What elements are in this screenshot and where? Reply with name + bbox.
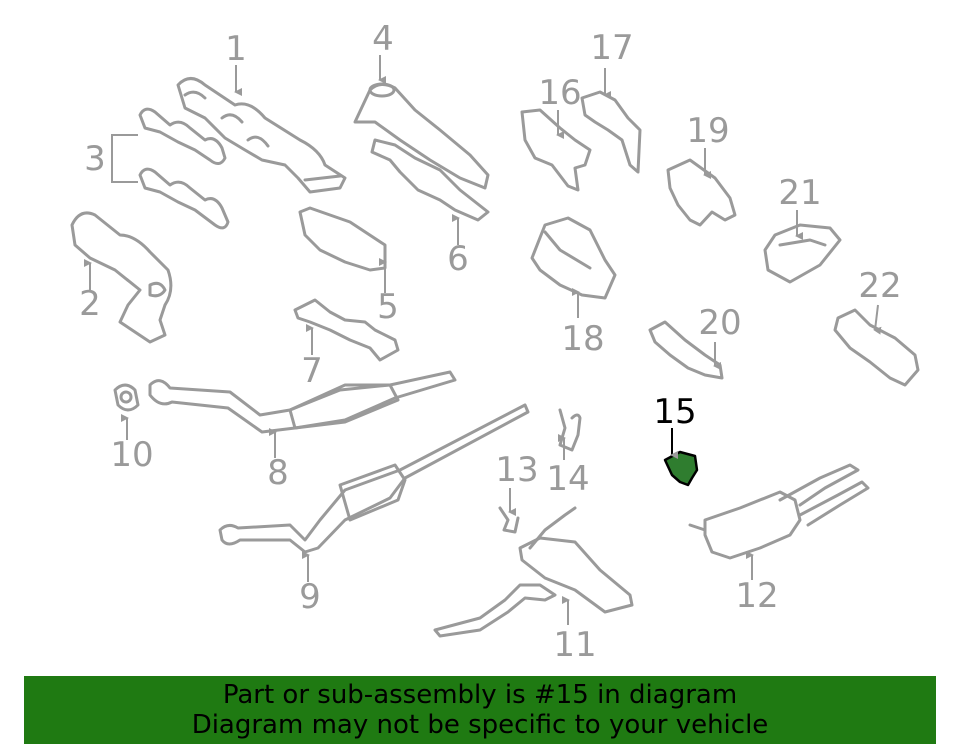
part-1-exhaust-manifold[interactable] xyxy=(176,77,347,194)
callout-13: 13 xyxy=(495,450,538,490)
part-19-heat-shield[interactable] xyxy=(666,158,737,227)
callout-20: 20 xyxy=(698,303,741,343)
callout-12: 12 xyxy=(735,576,778,616)
part-11-muffler[interactable] xyxy=(433,506,634,638)
part-16-heat-shield[interactable] xyxy=(520,108,592,192)
part-17-heat-shield[interactable] xyxy=(580,90,642,174)
part-6-heat-shield[interactable] xyxy=(370,138,490,222)
callout-4: 4 xyxy=(372,19,394,59)
callout-1: 1 xyxy=(225,29,247,69)
callout-14: 14 xyxy=(546,459,589,499)
part-18-heat-shield[interactable] xyxy=(530,216,617,300)
part-20-bracket[interactable] xyxy=(648,320,724,380)
part-15-highlighted[interactable] xyxy=(663,450,699,487)
part-7-bracket[interactable] xyxy=(293,298,400,362)
part-12-muffler-assembly[interactable] xyxy=(688,463,870,560)
callout-16: 16 xyxy=(538,73,581,113)
part-8-front-pipe-converter[interactable] xyxy=(148,370,457,434)
part-3-manifold-gaskets[interactable] xyxy=(111,107,230,230)
part-21-heat-shield[interactable] xyxy=(763,223,842,284)
parts-diagram: 1 3 2 4 6 5 7 10 xyxy=(70,19,920,665)
part-10-gasket[interactable] xyxy=(113,383,140,412)
part-22-heat-shield[interactable] xyxy=(833,308,920,387)
callout-15: 15 xyxy=(653,392,696,432)
banner-line-1: Part or sub-assembly is #15 in diagram xyxy=(222,680,738,710)
callout-10: 10 xyxy=(110,435,153,475)
callout-19: 19 xyxy=(686,111,729,151)
callout-7: 7 xyxy=(301,351,323,391)
info-banner: Part or sub-assembly is #15 in diagram D… xyxy=(24,676,936,744)
callout-22: 22 xyxy=(858,266,901,306)
callout-6: 6 xyxy=(447,239,469,279)
callout-18: 18 xyxy=(561,319,604,359)
part-9-pipe[interactable] xyxy=(218,403,530,554)
callout-21: 21 xyxy=(778,173,821,213)
part-4-heat-shield[interactable] xyxy=(353,82,490,190)
part-5-heat-shield[interactable] xyxy=(298,206,387,272)
part-2-exhaust-manifold[interactable] xyxy=(70,211,173,344)
callout-17: 17 xyxy=(590,28,633,68)
part-13-hanger[interactable] xyxy=(498,506,520,534)
callout-11: 11 xyxy=(553,625,596,665)
callout-8: 8 xyxy=(267,453,289,493)
callout-2: 2 xyxy=(79,284,101,324)
part-14-hanger[interactable] xyxy=(558,408,582,452)
banner-line-2: Diagram may not be specific to your vehi… xyxy=(191,710,769,740)
callout-9: 9 xyxy=(299,577,321,617)
callout-3: 3 xyxy=(84,139,106,179)
callout-5: 5 xyxy=(377,287,399,327)
